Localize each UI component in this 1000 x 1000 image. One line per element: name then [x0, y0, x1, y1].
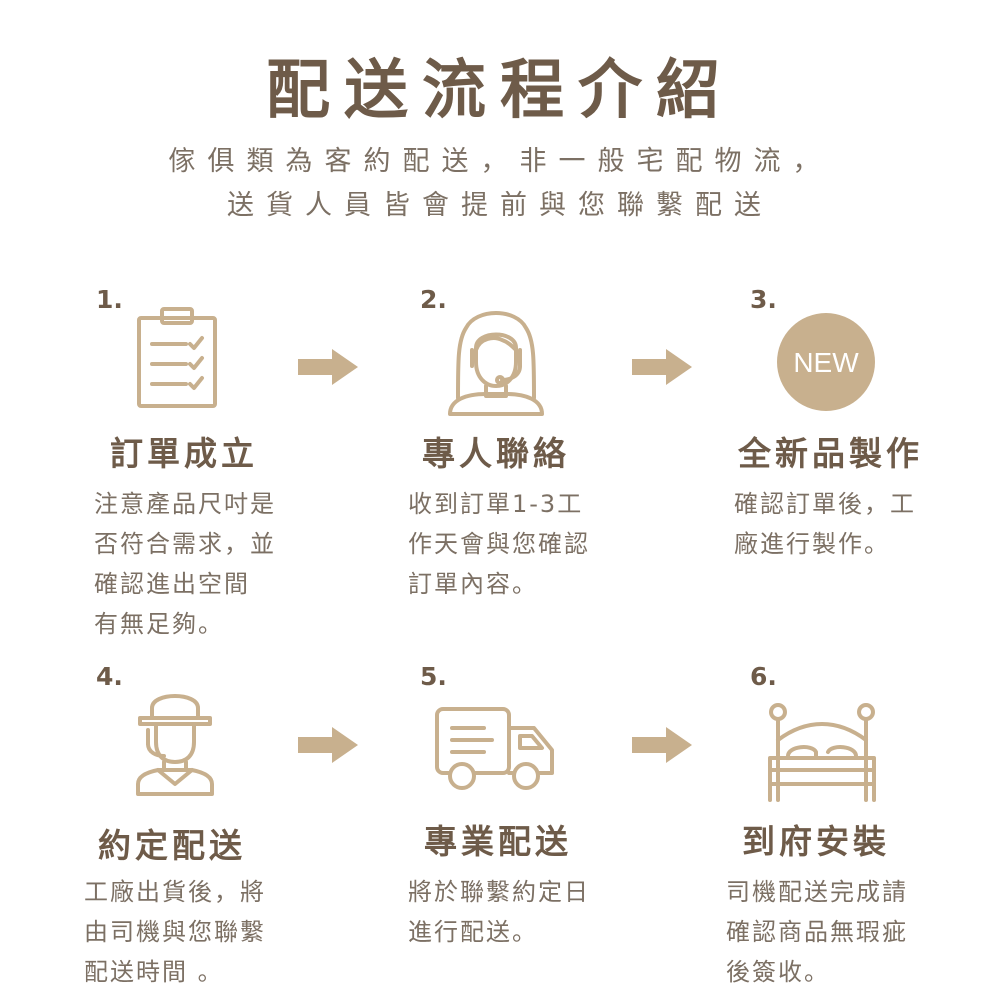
step-description: 收到訂單1-3工 作天會與您確認 訂單內容。 — [408, 484, 590, 604]
step-3: 3. NEW 全新品製作 確認訂單後，工 廠進行製作。 — [0, 0, 919, 558]
customer-service-agent-icon — [446, 300, 546, 422]
step-description-line: 訂單內容。 — [408, 570, 538, 598]
step-5: 5. 專業配送 將於聯繫約定日 進行配送。 — [0, 0, 588, 946]
step-description-line: 確認商品無瑕疵 — [726, 918, 908, 946]
step-4: 4. 約定配送 工廠出貨後，將 由司機與您聯繫 配送時間 。 — [0, 0, 310, 986]
step-title: 訂單成立 — [110, 434, 258, 473]
page-subtitle-line-1: 傢俱類為客約配送，非一般宅配物流， — [168, 146, 832, 177]
bed-icon — [764, 700, 880, 808]
step-description: 確認訂單後，工 廠進行製作。 — [734, 484, 916, 564]
step-1: 1. 訂單成立 注意產品尺吋是 否符合需求，並 確認進出空間 有無足夠。 — [0, 0, 310, 638]
step-6: 6. 到府安裝 司機配送完成請 確認商品無瑕疵 後簽收。 — [0, 0, 906, 986]
step-title: 到府安裝 — [742, 822, 890, 861]
clipboard-checklist-icon — [136, 306, 220, 414]
step-number: 2. — [420, 285, 447, 314]
step-description-line: 配送時間 。 — [84, 958, 224, 986]
step-description-line: 收到訂單1-3工 — [408, 490, 584, 518]
step-description-line: 確認進出空間 — [94, 570, 250, 598]
page-subtitle-line-2: 送貨人員皆會提前與您聯繫配送 — [227, 190, 773, 221]
delivery-truck-icon — [434, 706, 556, 796]
new-badge-text: NEW — [793, 347, 859, 378]
arrow-right-icon — [298, 349, 358, 385]
step-number: 6. — [750, 662, 777, 691]
step-number: 4. — [96, 662, 123, 691]
step-title: 專業配送 — [424, 822, 572, 861]
step-number: 5. — [420, 662, 447, 691]
step-2: 2. 專人聯絡 收到訂單1-3工 作天會與您確認 訂單內容。 — [0, 0, 588, 598]
step-description-line: 由司機與您聯繫 — [84, 918, 266, 946]
step-title: 專人聯絡 — [422, 434, 570, 473]
step-title: 全新品製作 — [738, 434, 923, 473]
step-description-line: 否符合需求，並 — [94, 530, 276, 558]
step-description-line: 司機配送完成請 — [726, 878, 908, 906]
step-description-line: 有無足夠。 — [94, 610, 224, 638]
step-description: 司機配送完成請 確認商品無瑕疵 後簽收。 — [726, 872, 908, 992]
step-description-line: 工廠出貨後，將 — [84, 878, 266, 906]
step-title: 約定配送 — [98, 826, 246, 865]
delivery-driver-icon — [134, 684, 216, 802]
step-description: 工廠出貨後，將 由司機與您聯繫 配送時間 。 — [84, 872, 266, 992]
step-description-line: 廠進行製作。 — [734, 530, 890, 558]
step-number: 3. — [750, 285, 777, 314]
arrow-right-icon — [632, 727, 692, 763]
arrow-right-icon — [632, 349, 692, 385]
step-description-line: 注意產品尺吋是 — [94, 490, 276, 518]
page-title: 配送流程介紹 — [266, 54, 734, 128]
step-number: 1. — [96, 285, 123, 314]
step-description-line: 後簽收。 — [726, 958, 830, 986]
step-description-line: 確認訂單後，工 — [734, 490, 916, 518]
step-description: 注意產品尺吋是 否符合需求，並 確認進出空間 有無足夠。 — [94, 484, 276, 644]
step-description-line: 進行配送。 — [408, 918, 538, 946]
step-description-line: 將於聯繫約定日 — [408, 878, 590, 906]
step-description: 將於聯繫約定日 進行配送。 — [408, 872, 590, 952]
arrow-right-icon — [298, 727, 358, 763]
new-badge-icon: NEW — [776, 312, 876, 416]
step-description-line: 作天會與您確認 — [408, 530, 590, 558]
